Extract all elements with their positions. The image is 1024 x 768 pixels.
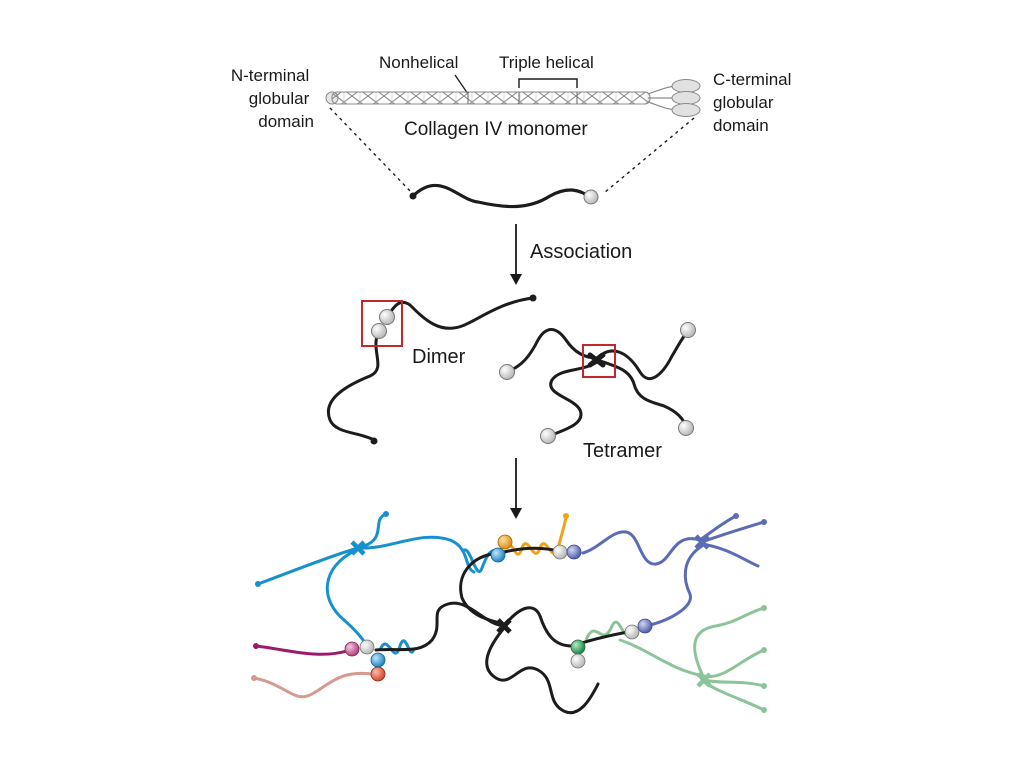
tetramer-arm [595,358,688,429]
monomer-title: Collagen IV monomer [404,119,588,140]
dimer-label: Dimer [412,346,466,368]
black-knot [496,618,512,634]
rose-end [251,675,257,681]
nonhelical-leader-line [454,74,469,95]
green-globule [570,639,586,655]
green-knot [696,672,712,688]
dimer-c-globule [379,309,395,325]
rose-strand [252,671,374,699]
slate-strand [700,520,766,544]
association-label: Association [530,241,632,263]
blue-globule [490,547,506,563]
tetramer-knot [587,352,606,368]
down-arrow-icon [510,274,522,285]
green-end [761,605,767,611]
tetramer-c-globule [499,364,515,380]
triple-helical-bracket [518,78,578,88]
blue-end [255,581,261,587]
monomer-strand [411,183,592,209]
tetramer-arm [547,360,599,438]
green-strand [693,606,766,680]
black-strand [502,606,574,648]
network-step [510,458,522,519]
blue-globule [370,652,386,668]
monomer-c-globule [583,189,599,205]
blue-end [383,511,389,517]
dimer-highlight-box [361,300,403,347]
triple-helical-label: Triple helical [499,53,594,72]
tetramer-arm [505,328,599,374]
tetramer-arm [595,329,690,380]
blue-strand [256,546,360,586]
tetramer-c-globule [540,428,556,444]
green-end [761,683,767,689]
blue-strand [356,535,476,574]
association-step: Association [510,224,632,285]
green-strand [702,680,766,712]
tetramer-panel: Tetramer [499,322,696,462]
dimer-n-end [370,437,378,445]
slate-knot [694,534,710,550]
red-globule [370,666,386,682]
c-terminal-globule [671,79,701,93]
dimer-panel: Dimer [326,294,537,445]
green-strand [618,638,766,678]
slate-globule [637,618,653,634]
tetramer-c-globule [678,420,694,436]
n-terminal-label: N-terminal globular domain [231,66,314,131]
tetramer-label: Tetramer [583,440,662,462]
monomer-n-end [409,192,417,200]
slate-end [733,513,739,519]
magenta-end [253,643,259,649]
white-globule [624,624,640,640]
white-globule [570,653,586,669]
pink-globule [344,641,360,657]
slate-globule [566,544,582,560]
dimer-strand-lower [326,328,382,442]
triple-helix-rod [331,91,651,105]
tetramer-highlight-box [582,344,616,378]
blue-strand [325,548,370,650]
white-globule [359,639,375,655]
green-end [761,647,767,653]
slate-strand [700,542,760,568]
c-terminal-globule [671,103,701,117]
blue-strand [356,512,388,550]
orange-end [563,513,569,519]
monomer-panel: N-terminal globular domain C-terminal gl… [231,53,796,209]
c-terminal-globule [671,91,701,105]
white-globule [552,544,568,560]
blue-knot [350,540,366,556]
nonhelical-interruptions [467,92,578,104]
magenta-strand [254,644,352,656]
zoom-guide-right [603,117,695,194]
black-strand [485,626,600,714]
green-strand [702,678,766,688]
nonhelical-label: Nonhelical [379,53,458,72]
slate-end [761,519,767,525]
slate-strand [644,544,704,628]
collagen-network [251,511,767,714]
dimer-c-globule [371,323,387,339]
tetramer-c-globule [680,322,696,338]
dimer-n-end [529,294,537,302]
orange-globule [497,534,513,550]
down-arrow-icon [510,508,522,519]
zoom-guide-left [329,107,413,194]
slate-strand [581,530,702,566]
green-end [761,707,767,713]
blue-coil [378,639,416,655]
dimer-strand-upper [386,296,535,330]
black-strand [374,601,506,652]
c-terminal-label: C-terminal globular domain [713,70,796,135]
